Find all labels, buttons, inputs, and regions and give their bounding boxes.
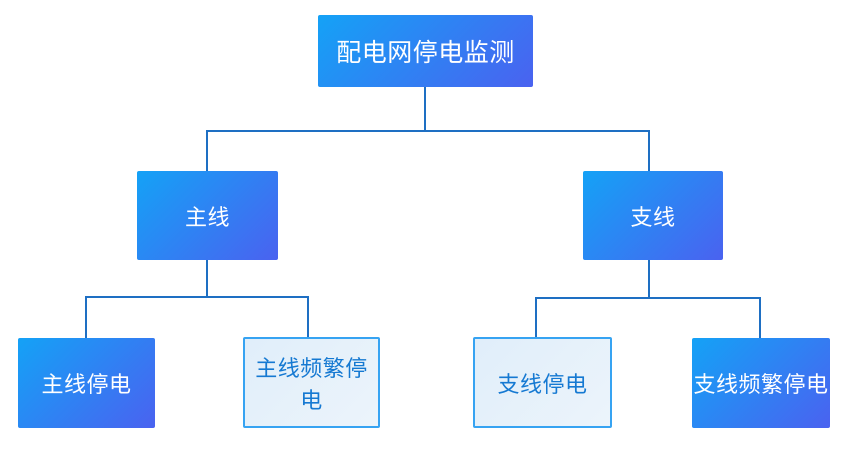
connector-branch-leaves-horizontal [535, 297, 760, 299]
node-branch-line-frequent-outage[interactable]: 支线频繁停电 [692, 338, 830, 428]
connector-main-line-top [206, 130, 208, 171]
connector-main-outage-vertical [85, 296, 87, 338]
connector-main-frequent-vertical [307, 296, 309, 337]
node-main-line-frequent-outage-label: 主线频繁停电 [255, 355, 368, 413]
node-main-line-label: 主线 [184, 204, 230, 230]
connector-branch-line-bottom [648, 260, 650, 297]
node-main-line-outage[interactable]: 主线停电 [18, 338, 155, 428]
node-branch-line[interactable]: 支线 [583, 171, 723, 260]
connector-main-leaves-horizontal [85, 296, 308, 298]
node-branch-line-frequent-outage-label: 支线频繁停电 [693, 372, 829, 397]
connector-level2-horizontal [206, 130, 650, 132]
node-branch-line-outage[interactable]: 支线停电 [473, 337, 612, 428]
node-root-label: 配电网停电监测 [336, 39, 515, 67]
node-main-line-outage-label: 主线停电 [41, 372, 132, 397]
node-main-line-frequent-outage[interactable]: 主线频繁停电 [243, 337, 380, 428]
node-main-line[interactable]: 主线 [137, 171, 278, 260]
node-branch-line-outage-label: 支线停电 [497, 371, 588, 397]
node-branch-line-label: 支线 [630, 204, 676, 230]
connector-root-vertical [424, 87, 426, 130]
connector-branch-outage-vertical [535, 297, 537, 337]
connector-branch-frequent-vertical [759, 297, 761, 338]
connector-main-line-bottom [206, 260, 208, 296]
node-root-outage-monitoring[interactable]: 配电网停电监测 [318, 15, 533, 87]
connector-branch-line-top [648, 130, 650, 171]
